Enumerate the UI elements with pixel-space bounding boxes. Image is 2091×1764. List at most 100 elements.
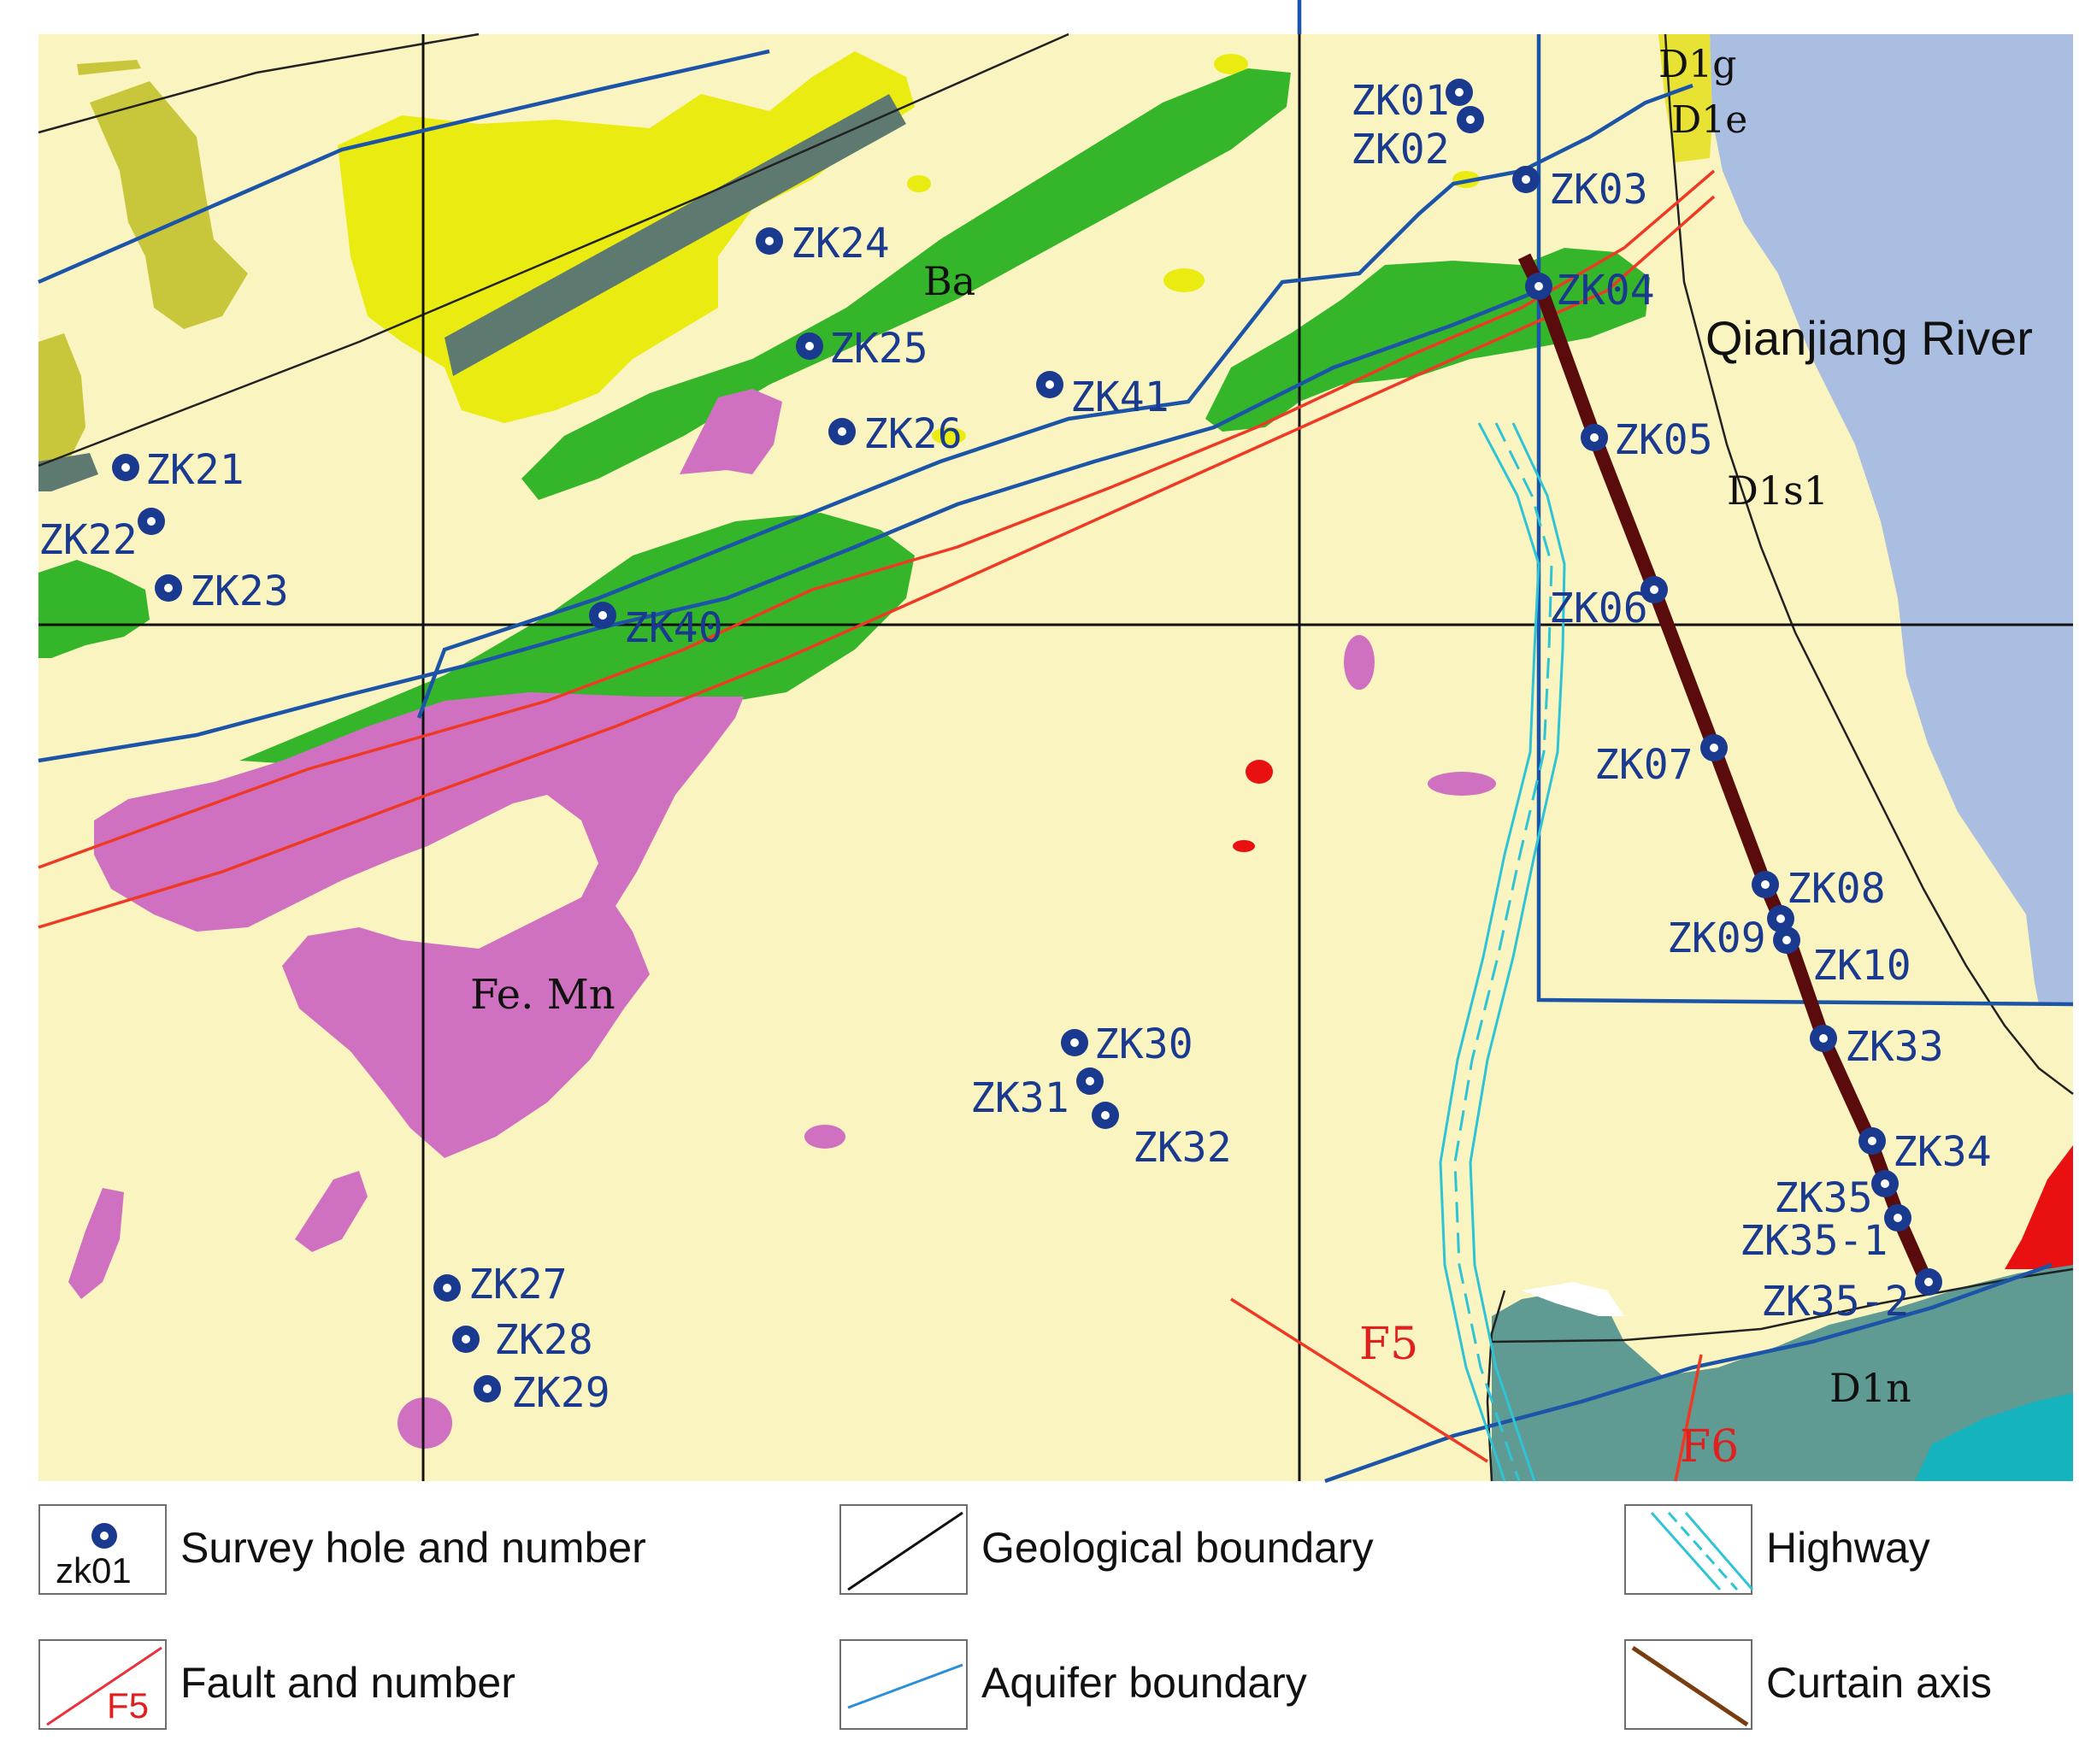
white-patch bbox=[1522, 1282, 1624, 1316]
survey-hole-zk21 bbox=[112, 454, 139, 481]
fe-mn-zone bbox=[94, 692, 744, 1158]
survey-hole-label: ZK08 bbox=[1787, 865, 1886, 913]
survey-hole-label: ZK28 bbox=[494, 1316, 593, 1364]
survey-hole-label: ZK29 bbox=[511, 1369, 610, 1417]
legend-highway-swatch bbox=[1624, 1504, 1754, 1595]
map-grid bbox=[38, 34, 2073, 1481]
survey-hole-zk32 bbox=[1092, 1102, 1119, 1129]
legend-geological-boundary-label: Geological boundary bbox=[981, 1524, 1374, 1572]
magenta-lens-g bbox=[398, 1397, 452, 1449]
survey-hole-zk28 bbox=[452, 1326, 480, 1353]
legend: zk01 Survey hole and number Geological b… bbox=[0, 1487, 2091, 1764]
yellow-lens-6 bbox=[932, 427, 966, 444]
survey-hole-zk02 bbox=[1457, 106, 1484, 133]
green-zone-central bbox=[239, 513, 915, 765]
legend-aquifer-boundary-label: Aquifer boundary bbox=[981, 1659, 1307, 1707]
survey-hole-zk10 bbox=[1773, 926, 1800, 954]
survey-hole-label: ZK35-1 bbox=[1740, 1217, 1888, 1265]
survey-hole-label: ZK24 bbox=[791, 220, 890, 268]
highway bbox=[1439, 422, 1566, 1482]
red-lens-2 bbox=[1233, 840, 1255, 852]
yellow-zone-edge bbox=[38, 333, 85, 466]
fault-label-f5: F5 bbox=[1359, 1319, 1418, 1370]
d1n-zone bbox=[1492, 1265, 2073, 1481]
survey-hole-zk24 bbox=[756, 227, 783, 255]
yellow-lens-1 bbox=[907, 175, 931, 192]
dark-stratum-band-left bbox=[38, 453, 98, 491]
legend-highway-label: Highway bbox=[1766, 1524, 1930, 1572]
legend-aquifer-boundary: Aquifer boundary bbox=[839, 1639, 1523, 1733]
area-label-d1s1: D1s1 bbox=[1727, 467, 1829, 514]
survey-hole-zk26 bbox=[828, 418, 856, 445]
area-label-ba: Ba bbox=[923, 258, 975, 304]
survey-hole-zk25 bbox=[796, 332, 823, 360]
magenta-lens-d bbox=[804, 1125, 845, 1149]
red-lens-1 bbox=[1246, 760, 1273, 784]
survey-hole-label: ZK26 bbox=[863, 410, 963, 458]
survey-hole-label: ZK32 bbox=[1133, 1124, 1232, 1172]
legend-curtain-axis-label: Curtain axis bbox=[1766, 1659, 1992, 1707]
survey-hole-label: ZK33 bbox=[1845, 1023, 1944, 1071]
legend-fault-sample: F5 bbox=[107, 1685, 150, 1726]
survey-hole-label: ZK31 bbox=[970, 1074, 1069, 1122]
legend-curtain-axis: Curtain axis bbox=[1624, 1639, 2069, 1733]
legend-highway: Highway bbox=[1624, 1504, 2069, 1598]
legend-geological-boundary-swatch bbox=[839, 1504, 968, 1595]
survey-hole-label: ZK34 bbox=[1893, 1128, 1992, 1176]
survey-hole-label: ZK07 bbox=[1594, 741, 1693, 789]
legend-aquifer-boundary-swatch bbox=[839, 1639, 968, 1730]
dark-stratum-band bbox=[445, 94, 906, 376]
survey-hole-zk35 bbox=[1871, 1170, 1899, 1197]
magenta-lens-e bbox=[295, 1171, 368, 1252]
legend-survey-hole: zk01 Survey hole and number bbox=[38, 1504, 791, 1598]
survey-hole-zk23 bbox=[155, 574, 182, 602]
area-label-d1n: D1n bbox=[1829, 1365, 1911, 1411]
magenta-lens-f bbox=[68, 1188, 124, 1299]
qianjiang-river-area bbox=[1710, 34, 2073, 1004]
survey-hole-label: ZK04 bbox=[1556, 267, 1655, 315]
magenta-lens-c bbox=[1428, 772, 1496, 796]
cyan-zone bbox=[1915, 1393, 2073, 1481]
survey-hole-zk31 bbox=[1076, 1067, 1104, 1095]
area-label-fe-mn: Fe. Mn bbox=[470, 971, 616, 1019]
survey-hole-zk22 bbox=[138, 508, 165, 535]
survey-hole-zk04 bbox=[1525, 273, 1552, 300]
survey-holes bbox=[112, 79, 1942, 1402]
survey-hole-zk34 bbox=[1858, 1127, 1886, 1155]
survey-hole-label: ZK22 bbox=[38, 516, 138, 564]
magenta-lens-a bbox=[680, 389, 782, 474]
survey-hole-label: ZK10 bbox=[1812, 942, 1911, 990]
legend-survey-hole-sample: zk01 bbox=[56, 1550, 132, 1591]
red-zone-east bbox=[2005, 1145, 2073, 1269]
survey-hole-zk41 bbox=[1036, 371, 1063, 398]
legend-fault-swatch: F5 bbox=[38, 1639, 167, 1730]
survey-hole-label: ZK27 bbox=[468, 1261, 568, 1308]
survey-hole-label: ZK30 bbox=[1094, 1020, 1193, 1068]
survey-hole-zk08 bbox=[1752, 871, 1779, 898]
survey-hole-zk35-2 bbox=[1915, 1268, 1942, 1296]
green-zone-ba bbox=[521, 68, 1291, 500]
area-label-d1g: D1g bbox=[1658, 43, 1736, 86]
survey-hole-zk33 bbox=[1810, 1025, 1837, 1052]
survey-hole-zk29 bbox=[474, 1375, 501, 1402]
survey-hole-zk06 bbox=[1640, 576, 1668, 603]
geological-map: ZK01ZK02ZK03ZK04ZK05ZK06ZK07ZK08ZK09ZK10… bbox=[38, 0, 2074, 1484]
green-zone-west bbox=[38, 560, 150, 658]
survey-hole-label: ZK40 bbox=[624, 604, 723, 652]
yellow-zone-left bbox=[90, 81, 248, 329]
survey-hole-label: ZK05 bbox=[1614, 416, 1713, 464]
magenta-lens-b bbox=[1344, 635, 1375, 690]
legend-survey-hole-swatch: zk01 bbox=[38, 1504, 167, 1595]
legend-fault-label: Fault and number bbox=[180, 1659, 515, 1707]
survey-hole-zk03 bbox=[1512, 166, 1540, 193]
small-olive-lens bbox=[77, 60, 141, 75]
survey-hole-label: ZK25 bbox=[829, 325, 928, 373]
survey-hole-zk07 bbox=[1700, 734, 1728, 761]
yellow-lens-5 bbox=[1214, 54, 1248, 74]
survey-hole-zk05 bbox=[1581, 424, 1608, 451]
survey-hole-label: ZK01 bbox=[1351, 77, 1450, 125]
yellow-lens-3 bbox=[1163, 268, 1205, 292]
survey-hole-zk09 bbox=[1767, 905, 1794, 932]
survey-hole-label: ZK21 bbox=[145, 446, 244, 494]
aquifer-boundaries bbox=[38, 0, 2074, 1484]
